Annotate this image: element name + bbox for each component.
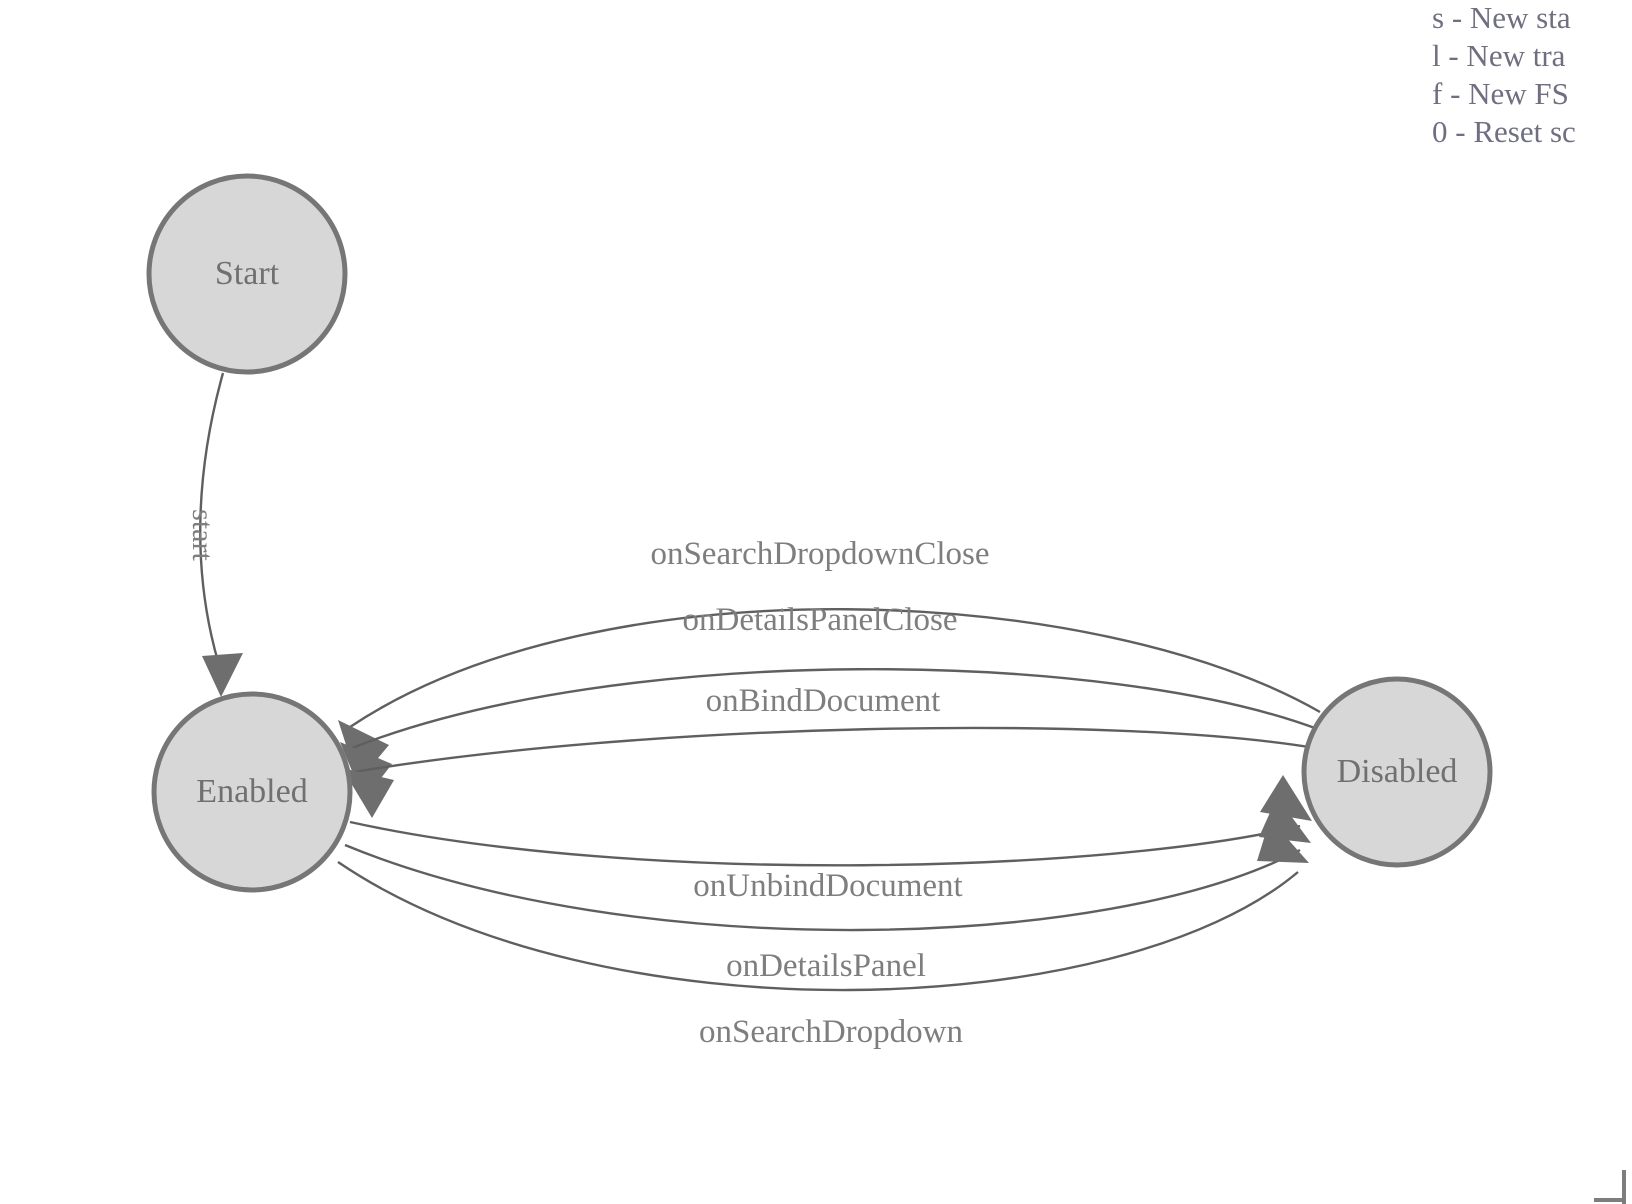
transition-onDetailsPanel-label: onDetailsPanel (726, 948, 926, 984)
transition-onBindDocument-label: onBindDocument (706, 683, 941, 719)
help-line-new-state: s - New sta (1432, 0, 1571, 35)
transition-onUnbindDocument-path (349, 820, 1301, 867)
transition-onSearchDropdownClose-arrowhead (338, 720, 389, 782)
transition-onBindDocument[interactable] (342, 726, 1316, 818)
transition-onSearchDropdown-path (337, 861, 1299, 992)
transition-onUnbindDocument[interactable] (349, 775, 1312, 867)
transition-onBindDocument-arrowhead (342, 768, 394, 818)
transition-onSearchDropdownClose-path (349, 608, 1321, 728)
transition-onDetailsPanelClose-path (351, 668, 1321, 750)
transition-onSearchDropdownClose[interactable] (338, 608, 1321, 782)
transition-onDetailsPanel[interactable] (344, 797, 1311, 932)
transition-onDetailsPanel-path (344, 843, 1301, 932)
help-line-new-fsm: f - New FS (1432, 76, 1569, 111)
node-start-circle[interactable] (146, 173, 348, 375)
transition-onSearchDropdownClose-label: onSearchDropdownClose (650, 536, 989, 572)
node-start[interactable]: Start (146, 173, 348, 375)
transition-onSearchDropdown-label: onSearchDropdown (699, 1014, 963, 1050)
transition-start[interactable] (199, 372, 243, 697)
node-disabled[interactable]: Disabled (1301, 676, 1493, 868)
node-start-label: Start (215, 255, 280, 292)
node-disabled-label: Disabled (1337, 753, 1458, 790)
transition-onDetailsPanelClose-label: onDetailsPanelClose (683, 602, 958, 638)
node-enabled-label: Enabled (196, 773, 307, 810)
frame-corner-vertical (1622, 1170, 1626, 1204)
help-line-new-transition: l - New tra (1432, 38, 1566, 73)
transition-start-label: start (186, 509, 219, 561)
transition-onSearchDropdown[interactable] (337, 819, 1309, 992)
transition-start-path (199, 372, 225, 666)
transition-onBindDocument-path (353, 726, 1316, 774)
node-enabled-circle[interactable] (151, 691, 353, 893)
transition-onSearchDropdown-arrowhead (1257, 819, 1309, 863)
help-line-reset-scene: 0 - Reset sc (1432, 114, 1576, 149)
transition-start-arrowhead (202, 653, 243, 697)
node-disabled-circle[interactable] (1301, 676, 1493, 868)
node-enabled[interactable]: Enabled (151, 691, 353, 893)
frame-corner-horizontal (1594, 1198, 1626, 1202)
transition-onUnbindDocument-label: onUnbindDocument (693, 868, 962, 904)
